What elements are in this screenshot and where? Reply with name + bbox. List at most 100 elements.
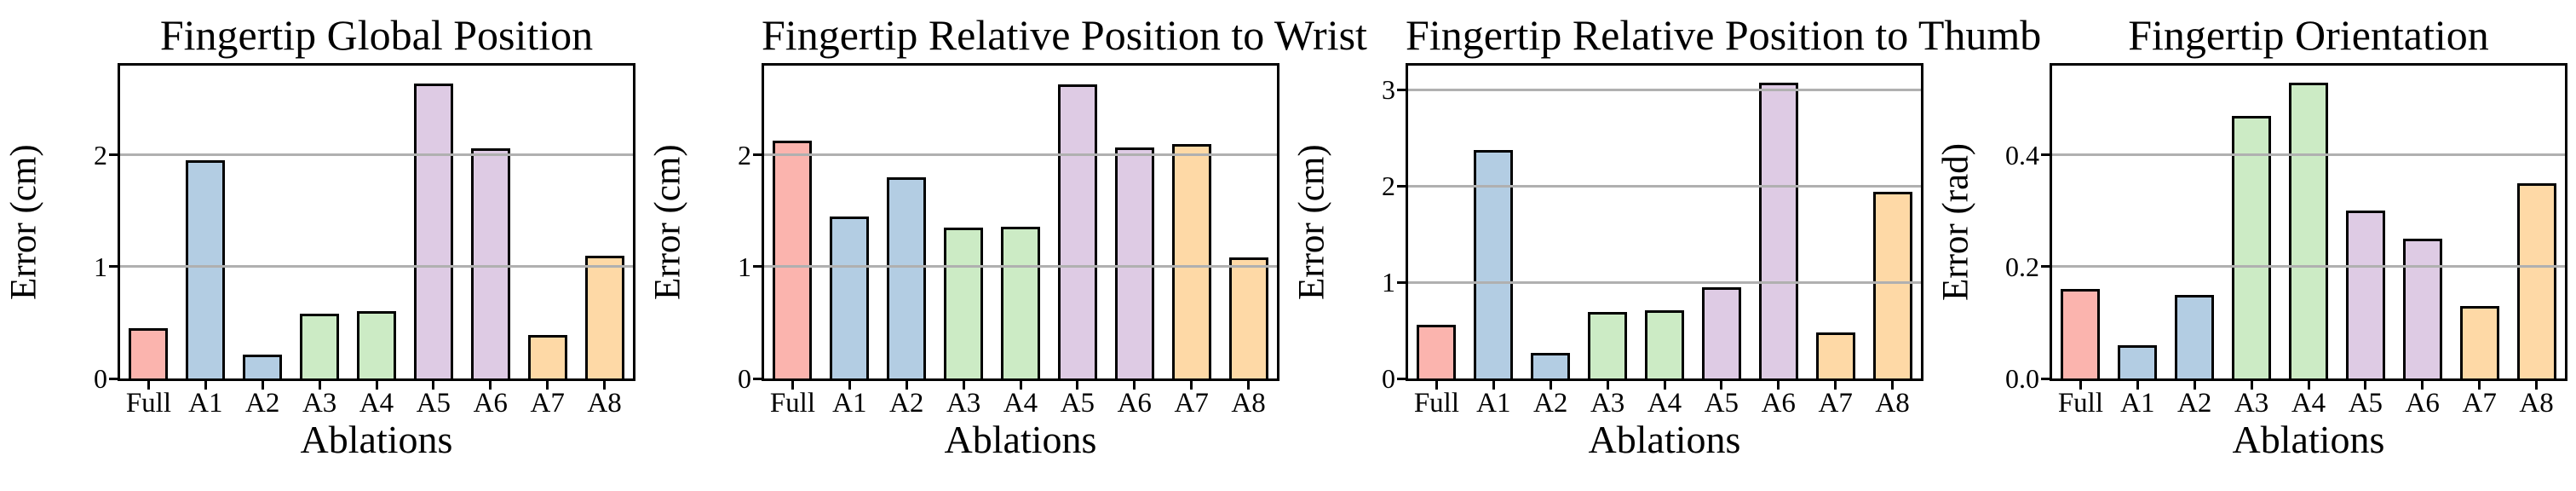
x-tick-mark <box>318 381 321 390</box>
y-tick-mark <box>753 377 762 380</box>
x-tick-label: A8 <box>1875 388 1910 419</box>
y-axis-label: Error (cm) <box>1291 144 1332 300</box>
x-tick-label: A5 <box>2348 388 2383 419</box>
gridline <box>764 265 1277 269</box>
x-tick-mark <box>432 381 435 390</box>
gridline <box>2052 153 2565 157</box>
y-tick-mark <box>109 153 118 157</box>
gridline <box>764 153 1277 157</box>
y-tick-label: 0.0 <box>2005 363 2039 394</box>
y-tick-label: 2 <box>94 139 107 170</box>
x-tick-label: A3 <box>2234 388 2269 419</box>
bar-full <box>129 328 169 378</box>
x-axis-label: Ablations <box>300 418 453 461</box>
y-tick-label: 0 <box>1382 363 1395 394</box>
bar-a5 <box>1701 287 1741 378</box>
x-tick-mark <box>848 381 851 390</box>
x-tick-mark <box>1606 381 1609 390</box>
x-tick-label: A6 <box>473 388 508 419</box>
y-tick-label: 1 <box>738 251 751 282</box>
bar-a6 <box>1114 147 1154 378</box>
x-tick-mark <box>905 381 908 390</box>
y-tick-mark <box>1397 377 1406 380</box>
bar-a1 <box>186 160 226 378</box>
x-tick-label: A2 <box>2177 388 2212 419</box>
x-tick-label: A6 <box>2405 388 2440 419</box>
x-tick-mark <box>962 381 965 390</box>
x-tick-mark <box>1891 381 1895 390</box>
bar-full <box>773 141 813 378</box>
x-tick-label: A2 <box>889 388 924 419</box>
bar-a1 <box>2118 345 2158 378</box>
x-axis-label: Ablations <box>944 418 1097 461</box>
bar-a5 <box>2345 211 2385 378</box>
chart-panel-fingertip-global-position: Fingertip Global Position Error (cm) Abl… <box>0 0 644 491</box>
bar-a8 <box>1872 192 1912 378</box>
x-tick-label: A7 <box>2462 388 2497 419</box>
x-tick-label: A4 <box>2291 388 2326 419</box>
x-tick-mark <box>1019 381 1022 390</box>
x-tick-label: A7 <box>1818 388 1853 419</box>
x-tick-mark <box>204 381 207 390</box>
x-tick-label: A8 <box>2519 388 2554 419</box>
x-tick-mark <box>791 381 794 390</box>
x-tick-label: A1 <box>188 388 223 419</box>
x-tick-mark <box>1435 381 1438 390</box>
x-tick-mark <box>1492 381 1495 390</box>
chart-title: Fingertip Relative Position to Wrist <box>762 11 1367 59</box>
plot-area <box>118 63 635 381</box>
bar-a8 <box>2516 183 2556 378</box>
bar-a1 <box>1474 150 1514 378</box>
y-tick-mark <box>1397 280 1406 284</box>
bar-a8 <box>584 256 624 378</box>
bar-a8 <box>1228 257 1268 378</box>
x-tick-mark <box>1076 381 1079 390</box>
x-axis-label: Ablations <box>2232 418 2385 461</box>
chart-panel-fingertip-relative-thumb: Fingertip Relative Position to Thumb Err… <box>1288 0 2042 491</box>
y-tick-label: 2 <box>1382 170 1395 202</box>
chart-panel-fingertip-relative-wrist: Fingertip Relative Position to Wrist Err… <box>644 0 1367 491</box>
x-tick-label: Full <box>2057 388 2104 419</box>
x-tick-mark <box>1834 381 1837 390</box>
chart-title: Fingertip Relative Position to Thumb <box>1406 11 2042 59</box>
x-tick-mark <box>603 381 607 390</box>
x-tick-label: A3 <box>946 388 981 419</box>
x-tick-mark <box>1777 381 1780 390</box>
x-tick-mark <box>2250 381 2253 390</box>
x-tick-mark <box>546 381 549 390</box>
bar-a4 <box>357 311 396 378</box>
y-tick-mark <box>109 377 118 380</box>
y-tick-label: 2 <box>738 139 751 170</box>
bar-a1 <box>830 217 870 378</box>
bar-a7 <box>1171 144 1211 378</box>
y-tick-mark <box>753 153 762 157</box>
x-tick-label: A6 <box>1761 388 1796 419</box>
x-tick-mark <box>1247 381 1251 390</box>
gridline <box>1408 280 1921 284</box>
x-tick-mark <box>1549 381 1552 390</box>
x-tick-mark <box>1133 381 1136 390</box>
x-tick-label: A3 <box>1590 388 1625 419</box>
x-tick-label: Full <box>125 388 172 419</box>
y-tick-mark <box>1397 184 1406 188</box>
x-tick-label: A7 <box>530 388 565 419</box>
plot-area <box>762 63 1279 381</box>
x-tick-label: A8 <box>1231 388 1266 419</box>
bar-a7 <box>527 335 567 378</box>
bar-a4 <box>1645 310 1684 378</box>
chart-title: Fingertip Global Position <box>159 11 594 59</box>
x-tick-label: A4 <box>1003 388 1038 419</box>
bar-a3 <box>300 314 340 378</box>
x-tick-label: Full <box>1413 388 1460 419</box>
x-tick-label: A2 <box>245 388 280 419</box>
x-tick-label: A7 <box>1174 388 1209 419</box>
bar-a3 <box>944 228 984 378</box>
plot-area <box>2050 63 2567 381</box>
x-tick-label: A6 <box>1117 388 1152 419</box>
x-tick-mark <box>2535 381 2539 390</box>
x-tick-mark <box>2307 381 2310 390</box>
y-tick-label: 0.4 <box>2005 139 2039 170</box>
gridline <box>1408 184 1921 188</box>
bar-a4 <box>2289 83 2328 378</box>
bar-a6 <box>1758 83 1798 378</box>
